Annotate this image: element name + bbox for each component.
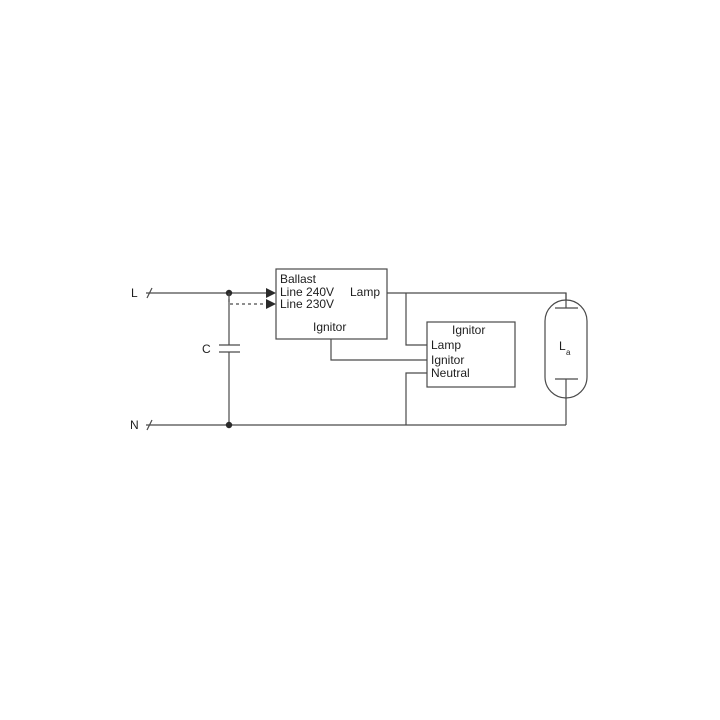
terminal-label-l: L <box>131 286 138 300</box>
tap-230v-dashed-wire <box>228 293 268 305</box>
ballast-ignitor-wire <box>330 339 427 361</box>
ignitor-unit-neutral-label: Neutral <box>431 366 470 380</box>
neutral-terminal-slash <box>146 419 153 431</box>
ballast-ignitor-label: Ignitor <box>313 320 346 334</box>
ignitor-neutral-wire <box>405 372 427 425</box>
ballast-lamp-wire <box>387 292 567 300</box>
arrow-230v-icon <box>266 299 276 309</box>
line-terminal-slash <box>146 287 153 299</box>
ignitor-unit-title: Ignitor <box>452 323 485 337</box>
ballast-line-240v-label: Line 240V <box>280 285 334 299</box>
ballast-lamp-label: Lamp <box>350 285 380 299</box>
junction-dot-neutral <box>225 421 233 429</box>
lamp-label-subscript: a <box>566 348 571 357</box>
lamp-label: L <box>559 339 566 353</box>
ignitor-unit-box <box>426 321 516 388</box>
lamp-symbol <box>544 293 588 425</box>
capacitor <box>219 293 240 425</box>
ignitor-unit-ignitor-label: Ignitor <box>431 353 464 367</box>
line-wire <box>146 287 268 299</box>
neutral-wire <box>146 419 566 431</box>
arrow-240v-icon <box>266 288 276 298</box>
ignitor-unit-lamp-label: Lamp <box>431 338 461 352</box>
ballast-title: Ballast <box>280 272 317 286</box>
capacitor-label: C <box>202 342 211 356</box>
terminal-label-n: N <box>130 418 139 432</box>
ballast-line-230v-label: Line 230V <box>280 297 334 311</box>
ignitor-lamp-wire <box>405 293 427 346</box>
